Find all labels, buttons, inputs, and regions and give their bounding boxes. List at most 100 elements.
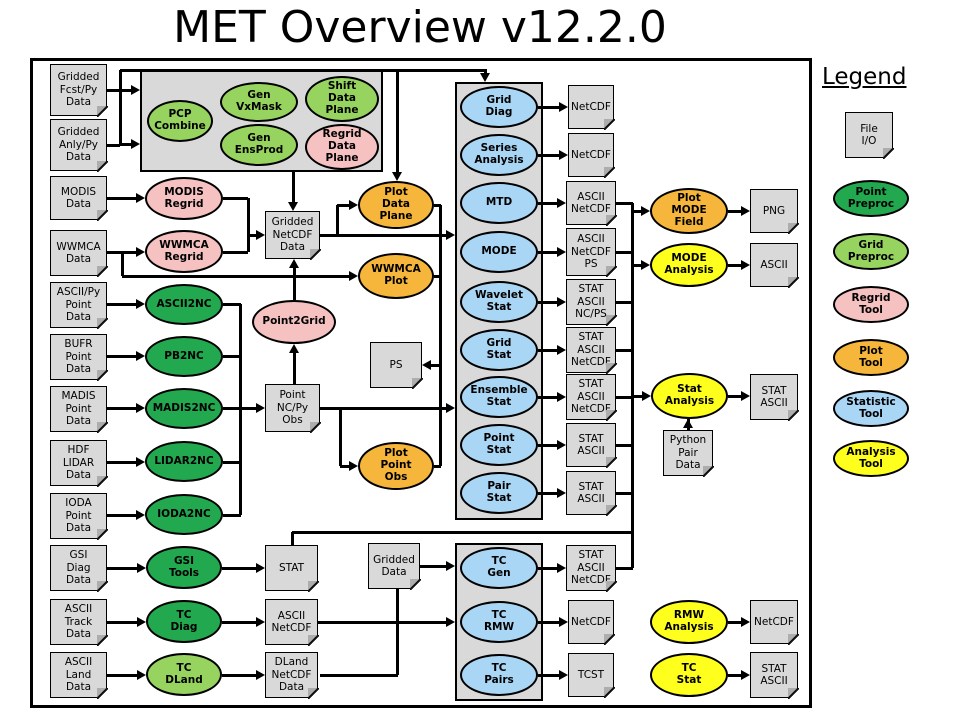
tool-gen-vxmask: Gen VxMask	[220, 82, 298, 122]
file-stat-file: STAT	[265, 545, 319, 592]
connector-line	[616, 395, 633, 399]
arrow-head	[557, 392, 566, 402]
arrow-head	[289, 259, 299, 268]
file-ascii-netcdf-tcdiag: ASCII NetCDF	[265, 599, 319, 646]
arrow-head	[683, 419, 693, 428]
file-label: ASCII NetCDF PS	[571, 233, 611, 271]
connector-line	[223, 406, 258, 410]
file-python-pair-data: Python Pair Data	[663, 430, 714, 477]
connector-line	[538, 153, 561, 157]
file-label: Gridded NetCDF Data	[271, 216, 314, 254]
connector-line	[728, 620, 743, 624]
file-label: STAT ASCII NetCDF	[571, 378, 611, 416]
connector-line	[120, 88, 133, 92]
file-png: PNG	[750, 189, 799, 234]
file-label: ASCII	[760, 258, 788, 271]
connector-line	[728, 673, 743, 677]
arrow-head	[557, 297, 566, 307]
arrow-head	[480, 73, 490, 82]
connector-line	[538, 201, 559, 205]
arrow-head	[559, 670, 568, 680]
connector-line	[107, 302, 138, 306]
arrow-head	[137, 563, 146, 573]
arrow-head	[446, 403, 455, 413]
connector-line	[538, 566, 559, 570]
connector-line	[632, 394, 644, 398]
file-gridded-netcdf-data: Gridded NetCDF Data	[265, 211, 321, 260]
tool-series-analysis: Series Analysis	[460, 134, 538, 176]
connector-line	[107, 513, 138, 517]
connector-line	[248, 233, 258, 237]
tool-gen-ensprod: Gen EnsProd	[220, 124, 298, 166]
connector-line	[222, 620, 258, 624]
file-stat-ascii-netcdf-gridstat: STAT ASCII NetCDF	[566, 327, 617, 374]
file-ps-file: PS	[370, 342, 423, 389]
tool-wwmca-plot: WWMCA Plot	[358, 253, 434, 299]
arrow-head	[137, 670, 146, 680]
file-hdf-lidar-data: HDF LIDAR Data	[50, 440, 108, 487]
tool-mtd: MTD	[460, 182, 538, 224]
file-label: STAT ASCII	[577, 480, 605, 505]
connector-line	[238, 304, 242, 515]
arrow-head	[641, 260, 650, 270]
tool-madis2nc: MADIS2NC	[145, 388, 223, 429]
page-title: MET Overview v12.2.0	[173, 2, 667, 53]
file-bufr-point-data: BUFR Point Data	[50, 334, 108, 381]
tool-plot-mode-field: Plot MODE Field	[650, 188, 728, 234]
connector-line	[395, 70, 399, 174]
arrow-head	[741, 670, 750, 680]
arrow-head	[392, 172, 402, 181]
arrow-head	[136, 193, 145, 203]
arrow-head	[256, 403, 265, 413]
arrow-head	[131, 85, 140, 95]
connector-line	[223, 250, 248, 254]
file-ioda-point-data: IODA Point Data	[50, 493, 108, 540]
arrow-head	[256, 563, 265, 573]
connector-line	[223, 354, 241, 358]
arrow-head	[741, 617, 750, 627]
file-gsi-diag-data: GSI Diag Data	[50, 545, 108, 592]
file-stat-ascii-pointstat: STAT ASCII	[566, 423, 617, 468]
arrow-head	[136, 247, 145, 257]
file-stat-ascii-statanalysis: STAT ASCII	[750, 374, 799, 421]
arrow-head	[557, 247, 566, 257]
tool-ascii2nc: ASCII2NC	[145, 284, 223, 325]
connector-line	[616, 491, 633, 495]
tool-tc-diag: TC Diag	[146, 600, 222, 643]
connector-line	[107, 673, 139, 677]
arrow-head	[741, 206, 750, 216]
arrow-head	[289, 344, 299, 353]
file-label: STAT ASCII NC/PS	[575, 283, 607, 321]
file-netcdf-series: NetCDF	[568, 133, 615, 178]
connector-line	[438, 205, 442, 466]
tool-ensemble-stat: Ensemble Stat	[460, 376, 538, 418]
connector-line	[434, 203, 441, 207]
tool-modis-regrid: MODIS Regrid	[145, 177, 223, 220]
arrow-head	[136, 403, 145, 413]
file-netcdf-rmw: NetCDF	[750, 600, 799, 645]
connector-line	[223, 302, 241, 306]
tool-tc-gen: TC Gen	[460, 547, 538, 589]
connector-line	[538, 105, 561, 109]
file-stat-ascii-pairstat: STAT ASCII	[566, 471, 617, 516]
file-label: Gridded Data	[373, 553, 415, 578]
arrow-head	[557, 563, 566, 573]
arrow-head	[349, 200, 358, 210]
file-netcdf-grid-diag: NetCDF	[568, 85, 615, 130]
connector-line	[728, 209, 743, 213]
file-ascii-land-data: ASCII Land Data	[50, 652, 108, 699]
arrow-head	[131, 139, 140, 149]
file-gridded-fcst-py-data: Gridded Fcst/Py Data	[50, 64, 108, 117]
file-label: MADIS Point Data	[61, 390, 96, 428]
file-point-nc-py-obs: Point NC/Py Obs	[265, 384, 321, 433]
tool-shift-data-plane: Shift Data Plane	[305, 76, 379, 122]
file-label: TCST	[577, 668, 605, 681]
arrow-head	[557, 488, 566, 498]
tool-grid-diag: Grid Diag	[460, 86, 538, 128]
file-label: Gridded Anly/Py Data	[57, 126, 100, 164]
tool-wwmca-regrid: WWMCA Regrid	[145, 230, 223, 273]
connector-line	[434, 274, 441, 278]
file-label: ASCII NetCDF	[571, 190, 611, 215]
